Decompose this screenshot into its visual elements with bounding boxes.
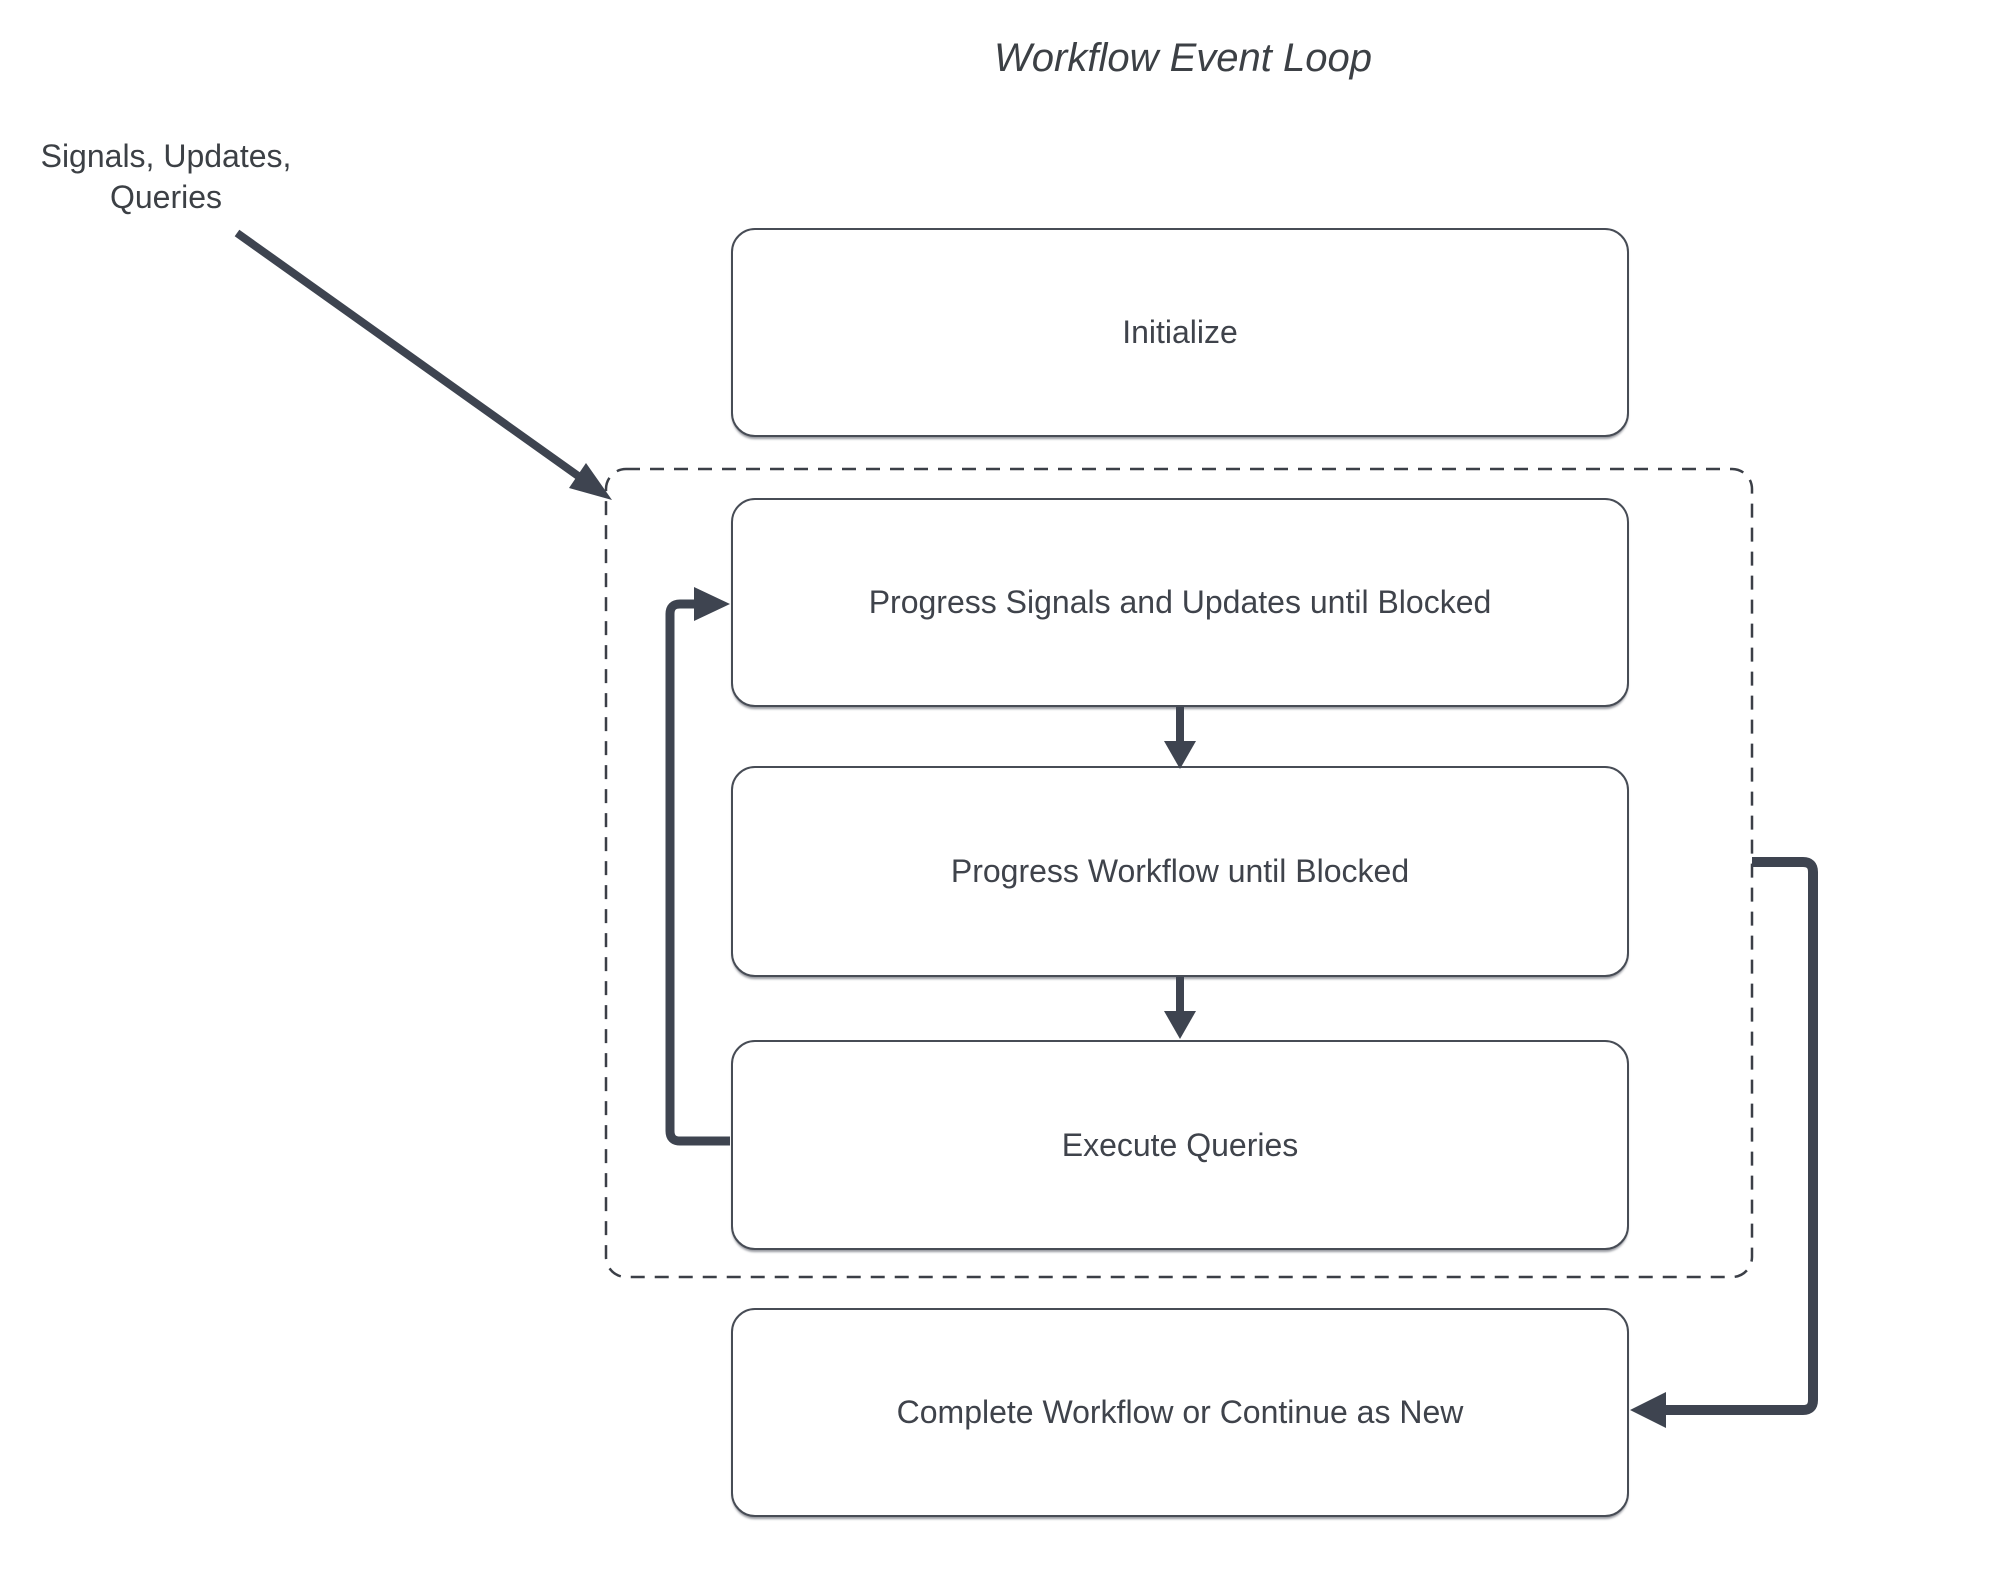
external-input-label-line2: Queries: [109, 179, 223, 215]
loop-back-arrow: [665, 587, 730, 1146]
external-input-label-line1: Signals, Updates,: [40, 138, 292, 174]
node-execute-queries: Execute Queries: [731, 1040, 1629, 1250]
node-initialize-label: Initialize: [1122, 314, 1238, 350]
external-input-label: Signals, Updates, Queries: [0, 136, 332, 218]
node-progress-workflow-label: Progress Workflow until Blocked: [950, 853, 1410, 889]
down-arrow-1: [1164, 707, 1196, 769]
node-complete-workflow-label: Complete Workflow or Continue as New: [896, 1394, 1464, 1430]
node-execute-queries-label: Execute Queries: [1061, 1126, 1299, 1163]
node-initialize: Initialize: [731, 228, 1629, 437]
diagram-title: Workflow Event Loop: [994, 36, 1372, 80]
signals-input-arrow: [234, 229, 612, 500]
continue-arrow: [1630, 857, 1818, 1428]
node-progress-signals: Progress Signals and Updates until Block…: [731, 498, 1629, 707]
node-progress-workflow: Progress Workflow until Blocked: [731, 766, 1629, 977]
node-progress-signals-label: Progress Signals and Updates until Block…: [868, 584, 1492, 620]
node-complete-workflow: Complete Workflow or Continue as New: [731, 1308, 1629, 1517]
down-arrow-2: [1164, 977, 1196, 1039]
